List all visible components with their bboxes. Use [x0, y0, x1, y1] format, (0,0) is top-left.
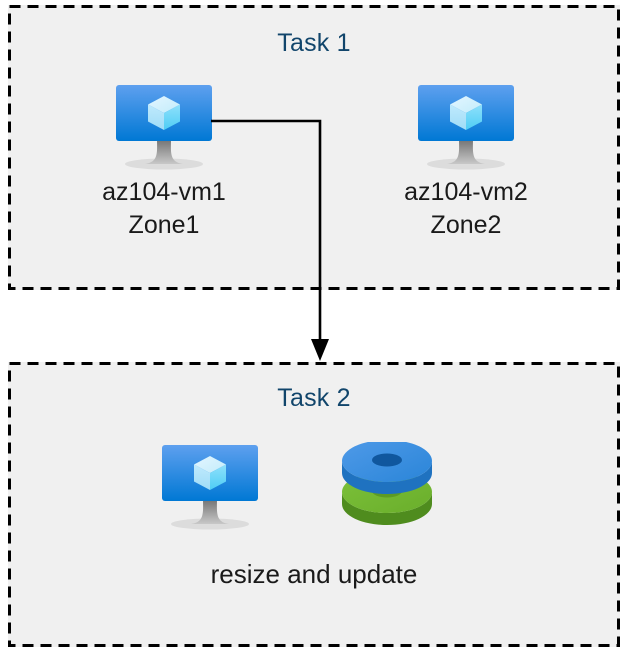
- task-1-container: Task 1: [8, 5, 620, 290]
- virtual-machine-icon: [116, 85, 212, 170]
- virtual-machine-icon: [162, 445, 258, 530]
- managed-disks-icon: [342, 440, 432, 525]
- task-2-title: Task 2: [277, 384, 351, 412]
- vm1-label: az104-vm1 Zone1: [102, 178, 226, 239]
- task2-vm-icon-group: [155, 440, 265, 535]
- vm1-icon-group: [109, 80, 219, 175]
- task-2-container: Task 2: [8, 362, 620, 647]
- managed-disks-icon-group: [333, 440, 448, 537]
- task-1-title: Task 1: [277, 29, 351, 57]
- task-2-caption: resize and update: [210, 559, 418, 589]
- virtual-machine-icon: [418, 85, 514, 170]
- vm2-icon-group: [411, 80, 521, 175]
- vm2-label: az104-vm2 Zone2: [404, 178, 528, 239]
- arrowhead-icon: [311, 339, 329, 361]
